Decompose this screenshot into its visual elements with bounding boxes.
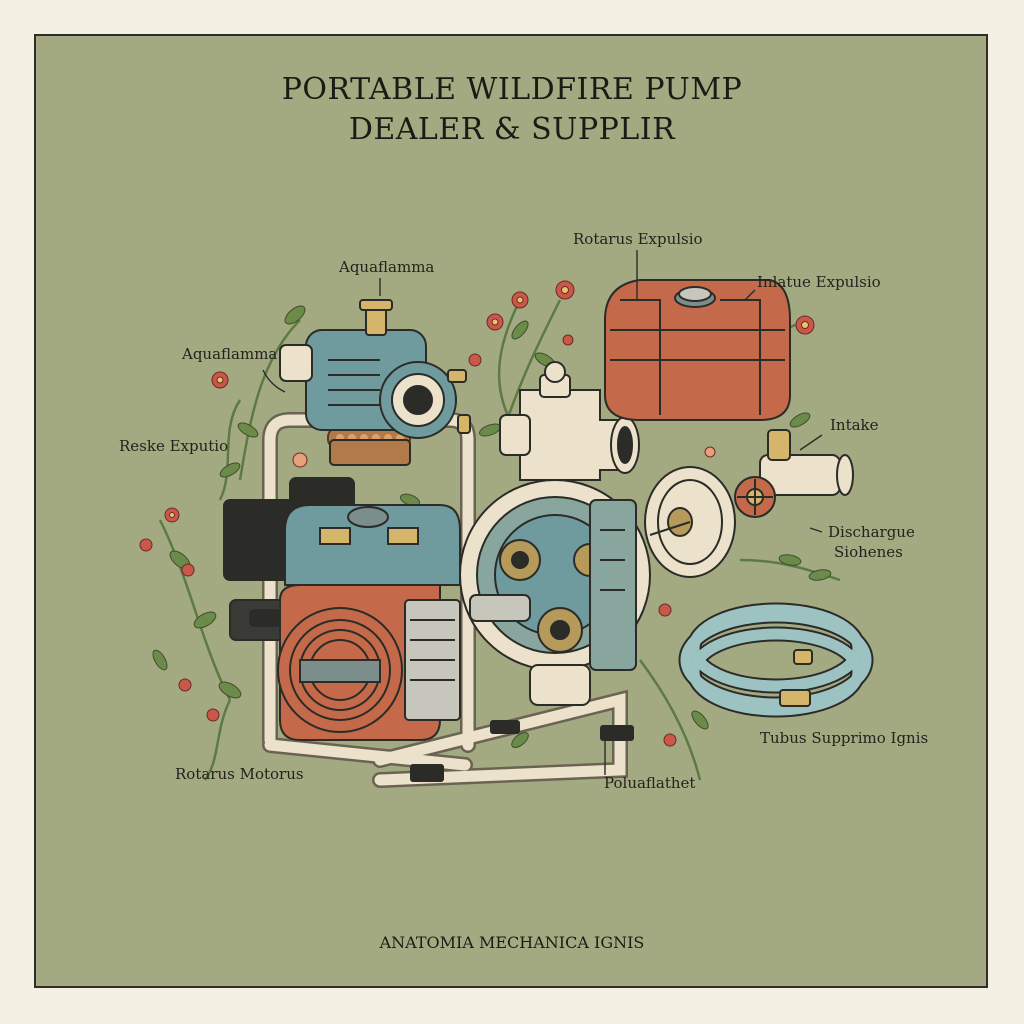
flowers [139,280,815,747]
leader-lines [262,250,823,775]
hose-coupling [779,649,813,707]
title-line-2: DEALER & SUPPLIR [348,112,676,147]
aquaflamma-motor [279,299,471,466]
fire-hose-coil-inner [680,604,872,716]
label-tubus: Tubus Supprimo Ignis [760,729,929,747]
label-siohenes: Siohenes [834,543,903,561]
pulley-disc [644,466,736,578]
label-polaflathet: Poluaflathet [604,774,696,792]
label-reske-expulsio: Reske Exputio [119,437,229,455]
label-aquaflamma-top: Aquaflamma [339,258,435,276]
label-inlatue-expulsio: Inlatue Expulsio [757,273,881,291]
footer-caption: ANATOMIA MECHANICA IGNIS [379,933,645,952]
label-rotarus-motorus: Rotarus Motorus [175,765,304,783]
label-aquaflamma-left: Aquaflamma [182,345,278,363]
rotarus-motorus-engine [223,477,461,741]
pump-housing [459,361,651,706]
label-rotarus-expulsio: Rotarus Expulsio [573,230,703,248]
fuel-tank [604,279,791,421]
intake-valve [734,429,854,518]
label-discharge: Dischargue [828,523,915,541]
title-line-1: PORTABLE WILDFIRE PUMP [281,72,743,107]
label-intake: Intake [830,416,879,434]
